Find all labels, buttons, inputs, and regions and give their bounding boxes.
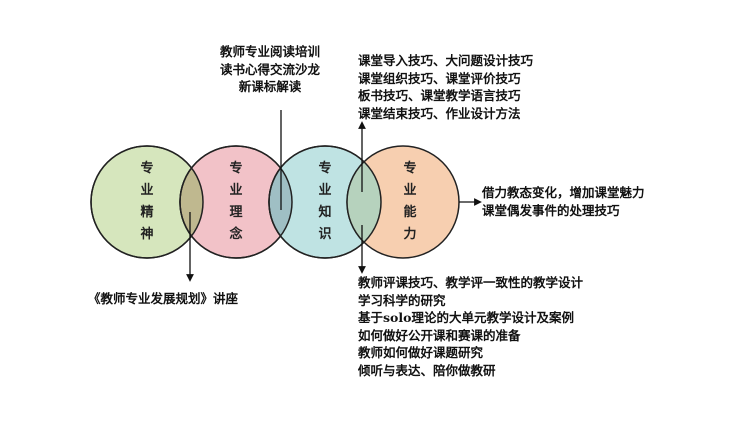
bottom-right-text: 教师评课技巧、教学评一致性的教学设计学习科学的研究基于solo理论的大单元教学设…	[358, 275, 584, 378]
right-text: 借力教态变化，增加课堂魅力课堂偶发事件的处理技巧	[482, 185, 645, 218]
circle-label-ability: 专业能力	[403, 161, 417, 242]
circle-label-knowledge: 专业知识	[318, 161, 332, 242]
circle-label-philosophy: 专业理念	[229, 161, 243, 242]
bottom-left-text: 《教师专业发展规划》讲座	[88, 291, 239, 306]
top-middle-text: 教师专业阅读培训读书心得交流沙龙新课标解读	[220, 44, 321, 94]
circle-label-spirit: 专业精神	[140, 161, 154, 242]
top-right-text: 课堂导入技巧、大问题设计技巧课堂组织技巧、课堂评价技巧板书技巧、课堂教学语言技巧…	[358, 53, 534, 121]
